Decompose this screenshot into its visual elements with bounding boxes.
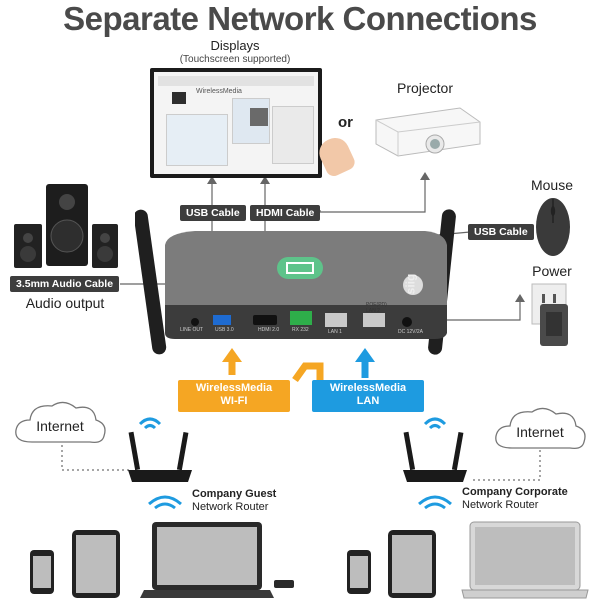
router-icon-corporate: [403, 417, 467, 482]
lan-callout-line2: LAN: [356, 395, 380, 407]
phone-icon-left: [30, 550, 54, 594]
projector-label: Projector: [396, 80, 454, 96]
hdmi-cable-tag: HDMI Cable: [250, 205, 321, 221]
displays-sublabel: (Touchscreen supported): [179, 54, 291, 65]
router-corporate-name: Company Corporate: [462, 486, 568, 498]
port-line-out: LINE OUT: [180, 327, 204, 333]
wifi-callout-line1: WirelessMedia: [195, 382, 273, 394]
wifi-icon-guest: [148, 495, 182, 510]
wifi-callout-line2: WI-FI: [220, 395, 248, 407]
power-arrow: [515, 294, 525, 302]
internet-left-link: [61, 445, 130, 471]
port-lan1: LAN 1: [328, 329, 342, 335]
phone-icon-right: [347, 550, 371, 594]
display-screen: WirelessMedia: [154, 72, 318, 174]
router-icon-guest: [128, 417, 192, 482]
laptop-icon-right: [461, 521, 589, 599]
displays-label: Displays: [210, 38, 260, 53]
hdmi-arrow: [260, 176, 270, 184]
wirelessmedia-device: [135, 209, 456, 355]
usb-cable-tag-left: USB Cable: [180, 205, 246, 221]
tablet-icon-left: [72, 530, 120, 598]
usb-cable-tag-right: USB Cable: [468, 224, 534, 240]
router-corporate-label: Company Corporate Network Router: [462, 486, 592, 512]
router-guest-label: Company Guest Network Router: [192, 488, 312, 514]
mouse-label: Mouse: [530, 177, 574, 193]
port-dc: DC 12V/2A: [398, 329, 424, 335]
projector-icon: [375, 107, 481, 157]
port-hdmi: HDMI 2.0: [258, 327, 280, 333]
mouse-icon: [536, 198, 570, 256]
port-rx: RX 232: [292, 327, 309, 333]
router-guest-name: Company Guest: [192, 488, 277, 500]
internet-right-link: [470, 450, 541, 481]
laptop-icon-left: [140, 522, 294, 598]
internet-label-right: Internet: [516, 424, 564, 440]
wifi-callout: WirelessMedia WI-FI: [178, 380, 290, 412]
port-usb: USB 3.0: [215, 327, 234, 333]
router-guest-desc: Network Router: [192, 501, 269, 513]
device-brand: siig: [403, 273, 418, 295]
cloud-icon-left: [15, 401, 106, 444]
page-title: Separate Network Connections: [63, 0, 537, 37]
lan-callout: WirelessMedia LAN: [312, 380, 424, 412]
port-lan2: POE(PD) LAN 2: [366, 302, 387, 314]
power-label: Power: [532, 263, 572, 279]
cloud-icon-right: [495, 407, 586, 450]
projector-arrow: [420, 172, 430, 180]
internet-label-left: Internet: [36, 418, 84, 434]
audio-output-label: Audio output: [25, 295, 105, 311]
router-corporate-desc: Network Router: [462, 499, 539, 511]
lan-up-arrow: [355, 348, 375, 362]
wifi-icon-corporate: [418, 495, 452, 510]
speaker-icon: [14, 184, 118, 268]
wifi-up-arrow: [222, 348, 242, 362]
audio-cable-tag: 3.5mm Audio Cable: [10, 276, 120, 292]
tablet-icon-right: [388, 530, 436, 598]
or-label: or: [338, 114, 353, 131]
power-outlet-icon: [531, 283, 568, 346]
screen-app-title: WirelessMedia: [196, 88, 242, 95]
usb-arrow: [207, 176, 217, 184]
lan-callout-line1: WirelessMedia: [329, 382, 407, 394]
display-monitor: WirelessMedia: [150, 68, 358, 179]
